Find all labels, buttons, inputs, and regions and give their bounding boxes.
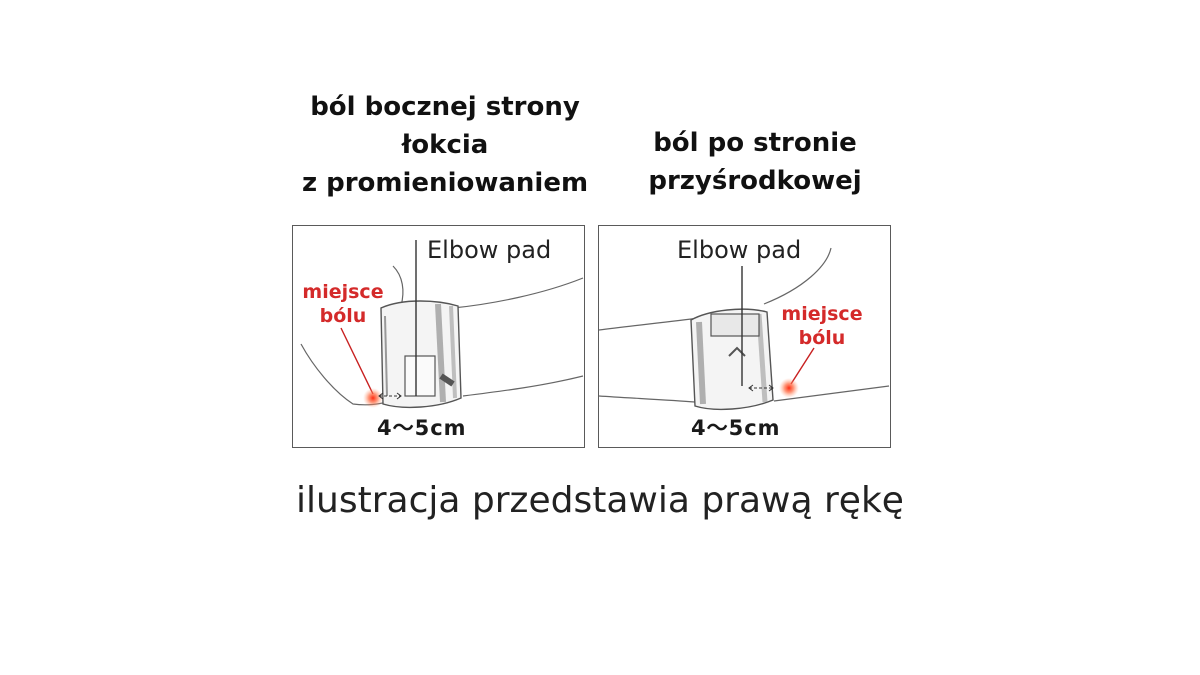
left-panel-heading: ból bocznej strony łokcia z promieniowan…	[290, 88, 600, 202]
right-illustration-panel: Elbow pad miejsce bólu 4～5cm	[598, 225, 891, 448]
right-elbow-illustration	[599, 247, 890, 411]
right-pain-line-1: miejsce	[781, 303, 863, 325]
left-heading-line-2: łokcia	[401, 130, 489, 160]
right-panel-heading: ból po stronie przyśrodkowej	[620, 124, 890, 200]
left-pain-line-1: miejsce	[302, 281, 384, 303]
left-measure-label: 4～5cm	[377, 416, 467, 440]
left-elbow-pad-label: Elbow pad	[427, 236, 552, 264]
right-heading-line-1: ból po stronie	[653, 128, 857, 158]
left-heading-line-3: z promieniowaniem	[301, 168, 589, 198]
left-pain-location-label: miejsce bólu	[301, 280, 385, 328]
left-illustration-panel: Elbow pad miejsce bólu 4～5cm	[292, 225, 585, 448]
right-measure-label: 4～5cm	[691, 416, 781, 440]
right-elbow-pad-label: Elbow pad	[677, 236, 802, 264]
left-heading-line-1: ból bocznej strony	[310, 92, 580, 122]
right-heading-line-2: przyśrodkowej	[648, 166, 862, 196]
illustration-caption: ilustracja przedstawia prawą rękę	[296, 480, 904, 521]
right-pain-line-2: bólu	[798, 327, 846, 349]
left-elbow-illustration	[300, 240, 584, 409]
left-pain-line-2: bólu	[319, 305, 367, 327]
right-pain-location-label: miejsce bólu	[777, 302, 867, 350]
